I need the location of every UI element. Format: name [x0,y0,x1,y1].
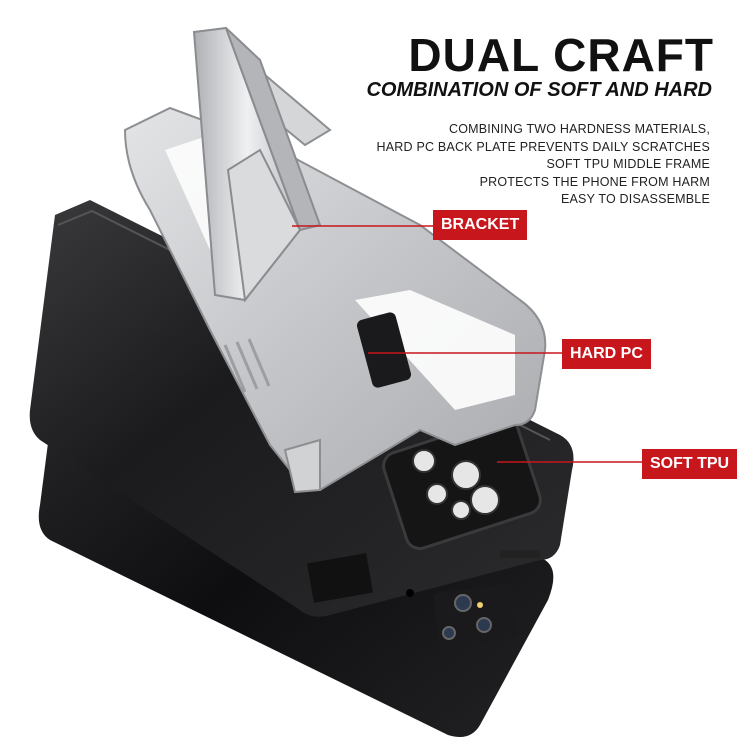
description-line: EASY TO DISASSEMBLE [560,192,710,207]
description-line: SOFT TPU MIDDLE FRAME [546,157,710,172]
soft-tpu-label: SOFT TPU [642,449,738,479]
description-line: PROTECTS THE PHONE FROM HARM [479,174,710,189]
bracket-image [192,26,322,303]
hard-pc-label: HARD PC [562,339,651,369]
callout-lines [292,225,642,463]
description: COMBINING TWO HARDNESS MATERIALS, HARD P… [377,121,710,209]
bracket-label: BRACKET [433,210,528,240]
description-line: COMBINING TWO HARDNESS MATERIALS, [448,122,710,136]
subheadline: COMBINATION OF SOFT AND HARD [366,79,712,101]
headline: DUAL CRAFT [408,29,714,81]
description-line: HARD PC BACK PLATE PREVENTS DAILY SCRATC… [376,139,710,154]
